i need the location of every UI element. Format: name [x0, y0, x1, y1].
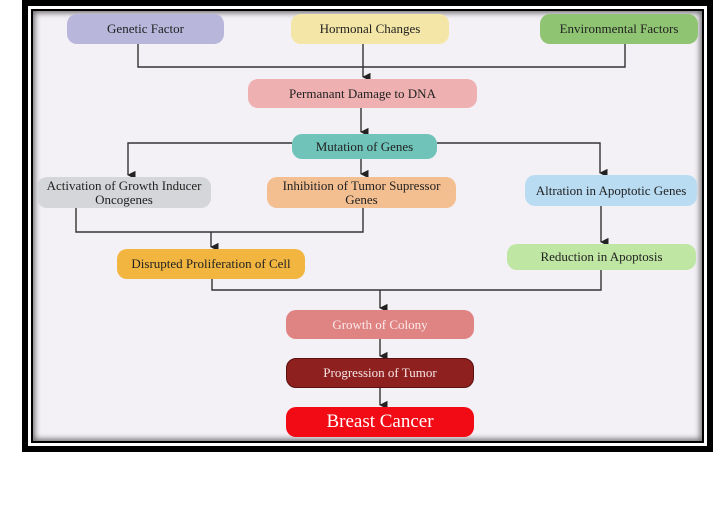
node-label: Genetic Factor — [107, 21, 184, 36]
node-label: Reduction in Apoptosis — [540, 249, 663, 264]
node-label: Permanant Damage to DNA — [289, 85, 436, 101]
node-label: Hormonal Changes — [319, 21, 421, 36]
node-label: Environmental Factors — [559, 21, 679, 36]
node-label: Inhibition of Tumor Supressor Genes — [282, 177, 441, 207]
node-breast-cancer: Breast Cancer — [286, 407, 474, 437]
node-genetic-factor: Genetic Factor — [67, 14, 224, 44]
node-reduction-apoptosis: Reduction in Apoptosis — [507, 244, 696, 270]
node-label: Growth of Colony — [332, 316, 428, 332]
node-label: Breast Cancer — [326, 411, 434, 432]
node-environmental-factors: Environmental Factors — [540, 14, 698, 44]
node-activation-oncogenes: Activation of Growth Inducer Oncogenes — [37, 177, 211, 208]
node-progression-of-tumor: Progression of Tumor — [286, 358, 474, 388]
node-disrupted-proliferation: Disrupted Proliferation of Cell — [117, 249, 305, 279]
node-mutation-of-genes: Mutation of Genes — [292, 134, 437, 159]
node-growth-of-colony: Growth of Colony — [286, 310, 474, 339]
node-label: Disrupted Proliferation of Cell — [131, 256, 291, 271]
node-dna-damage: Permanant Damage to DNA — [248, 79, 477, 108]
node-hormonal-changes: Hormonal Changes — [291, 14, 449, 44]
node-label: Activation of Growth Inducer Oncogenes — [46, 177, 202, 207]
node-inhibition-suppressor: Inhibition of Tumor Supressor Genes — [267, 177, 456, 208]
node-altration-apoptotic: Altration in Apoptotic Genes — [525, 175, 697, 206]
node-label: Mutation of Genes — [315, 138, 414, 154]
node-label: Progression of Tumor — [323, 365, 437, 380]
node-label: Altration in Apoptotic Genes — [535, 182, 687, 198]
